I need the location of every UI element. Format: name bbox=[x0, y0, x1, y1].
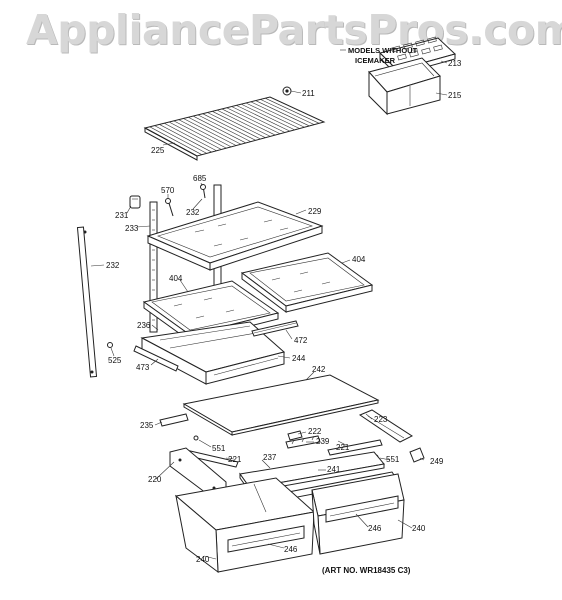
label-473: 473 bbox=[136, 363, 150, 372]
part-222-bracket bbox=[287, 430, 303, 441]
label-525: 525 bbox=[108, 356, 122, 365]
wire-bar bbox=[265, 97, 320, 124]
wire-bar bbox=[245, 102, 300, 129]
part-215-tray bbox=[368, 57, 441, 116]
part-240-crisper-drawer-right bbox=[311, 473, 405, 555]
label-240-right: 240 bbox=[412, 524, 426, 533]
wire-bar bbox=[212, 111, 266, 138]
part-223-slide-rail bbox=[358, 409, 414, 443]
wire-bar bbox=[168, 121, 222, 150]
label-472: 472 bbox=[294, 336, 308, 345]
wire-bar bbox=[173, 120, 227, 149]
label-242: 242 bbox=[312, 365, 326, 374]
part-242-cover-glass bbox=[182, 374, 380, 436]
label-239: 239 bbox=[316, 437, 330, 446]
label-231: 231 bbox=[115, 211, 129, 220]
part-472-rail bbox=[251, 320, 299, 337]
part-231-clip bbox=[129, 195, 141, 209]
label-685: 685 bbox=[193, 174, 207, 183]
label-225: 225 bbox=[151, 146, 165, 155]
wire-bar bbox=[255, 100, 310, 127]
label-237: 237 bbox=[263, 453, 277, 462]
part-229-glass-shelf bbox=[146, 201, 324, 271]
wire-bar bbox=[260, 99, 315, 125]
part-525-screw bbox=[107, 342, 113, 348]
art-number: (ART NO. WR18435 C3) bbox=[322, 566, 411, 575]
wire-bar bbox=[207, 112, 261, 140]
label-246-left: 246 bbox=[284, 545, 298, 554]
label-244: 244 bbox=[292, 354, 306, 363]
label-570: 570 bbox=[161, 186, 175, 195]
part-685-screw bbox=[200, 184, 206, 199]
label-240-left: 240 bbox=[196, 555, 210, 564]
note-line-2: ICEMAKER bbox=[355, 56, 396, 65]
part-225-wire-shelf bbox=[143, 96, 326, 161]
label-223: 223 bbox=[374, 415, 388, 424]
part-239-divider bbox=[285, 435, 321, 449]
label-249: 249 bbox=[430, 457, 444, 466]
part-551-screw-left bbox=[193, 435, 199, 441]
wire-bar bbox=[226, 107, 281, 135]
wire-bar bbox=[188, 117, 242, 145]
wire-bar bbox=[164, 122, 217, 152]
part-570-screw bbox=[165, 198, 174, 217]
part-244-shelf-frame bbox=[140, 321, 286, 385]
part-232-stanchion-left bbox=[76, 226, 98, 378]
label-229: 229 bbox=[308, 207, 322, 216]
wire-bar bbox=[250, 101, 305, 128]
label-233: 233 bbox=[125, 224, 139, 233]
wire-bar bbox=[216, 109, 271, 137]
wire-bar bbox=[221, 108, 276, 136]
part-246-drawer-handle-left bbox=[227, 525, 305, 553]
part-221-slide-right bbox=[327, 439, 383, 456]
wire-bar bbox=[241, 103, 295, 131]
wire-bar bbox=[231, 106, 286, 133]
label-211: 211 bbox=[302, 89, 315, 98]
wire-bar bbox=[197, 114, 251, 142]
wire-bar bbox=[159, 124, 212, 153]
label-241: 241 bbox=[327, 465, 341, 474]
wire-bar bbox=[154, 125, 207, 154]
label-220: 220 bbox=[148, 475, 162, 484]
label-246-right: 246 bbox=[368, 524, 382, 533]
part-249-bracket bbox=[409, 447, 425, 463]
leader-lines bbox=[90, 60, 448, 560]
label-221-right: 221 bbox=[336, 443, 350, 452]
label-232-side: 232 bbox=[106, 261, 120, 270]
label-551-right: 551 bbox=[386, 455, 400, 464]
label-213: 213 bbox=[448, 59, 462, 68]
part-473-rail bbox=[133, 345, 179, 372]
label-236: 236 bbox=[137, 321, 151, 330]
watermark: AppliancePartsPros.com bbox=[26, 6, 562, 54]
part-235-support bbox=[159, 413, 189, 427]
label-551-left: 551 bbox=[212, 444, 226, 453]
wire-bar bbox=[149, 126, 203, 155]
wire-bar bbox=[192, 115, 246, 144]
label-222: 222 bbox=[308, 427, 322, 436]
label-232-top: 232 bbox=[186, 208, 200, 217]
part-211-shelf-stop bbox=[282, 86, 292, 96]
label-404-right: 404 bbox=[352, 255, 366, 264]
wire-bar bbox=[236, 105, 290, 132]
part-246-drawer-handle-right bbox=[325, 495, 399, 523]
part-labels: 213 215 211 225 685 570 231 232 229 233 … bbox=[106, 59, 462, 564]
label-215: 215 bbox=[448, 91, 462, 100]
wire-bar bbox=[183, 118, 237, 146]
note-line-1: MODELS WITHOUT bbox=[348, 46, 418, 55]
label-221-left: 221 bbox=[228, 455, 242, 464]
part-404-glass-shelf-right bbox=[240, 252, 374, 313]
label-235: 235 bbox=[140, 421, 154, 430]
wire-bar bbox=[178, 119, 232, 148]
label-404-left: 404 bbox=[169, 274, 183, 283]
wire-bar bbox=[202, 113, 256, 141]
